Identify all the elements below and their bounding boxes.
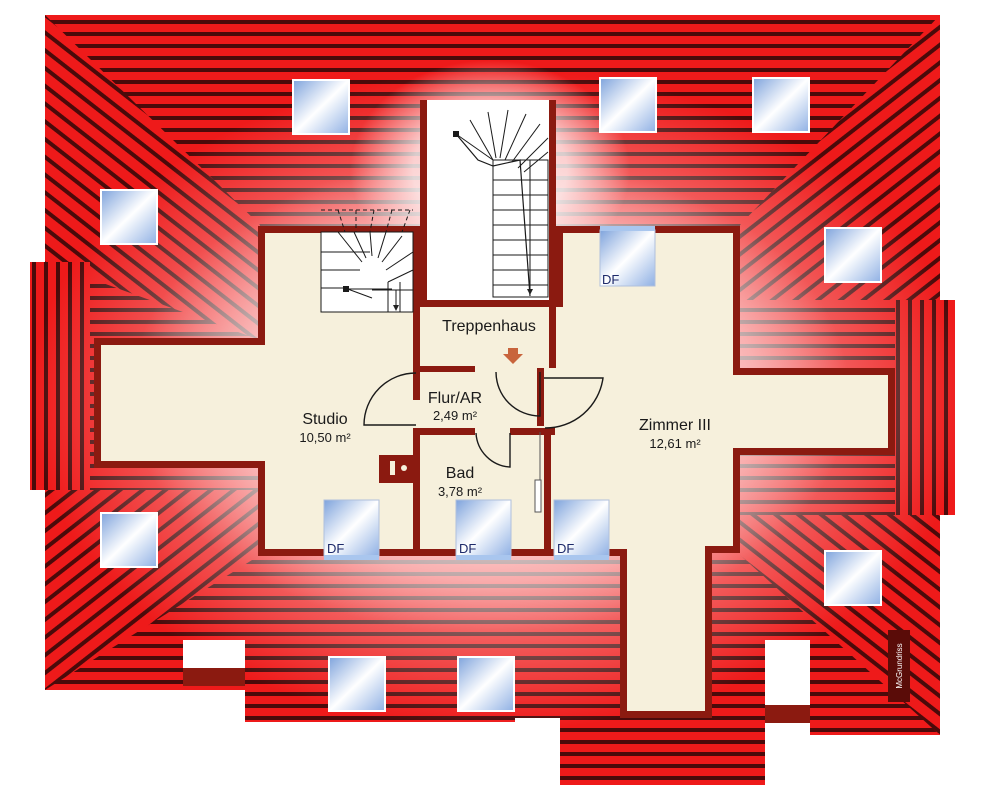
wall-studio-flur — [413, 372, 420, 400]
df-label: DF — [602, 272, 619, 287]
df-label: DF — [557, 541, 574, 556]
roof-trim-left — [183, 668, 245, 686]
df-skylight — [554, 555, 609, 560]
room-area-zimmer3: 12,61 m² — [649, 436, 701, 451]
labels: Treppenhaus Flur/AR 2,49 m² Studio 10,50… — [299, 272, 711, 556]
skylight — [328, 656, 386, 712]
bath-fixture — [534, 479, 542, 513]
chimney-detail — [390, 461, 407, 475]
df-skylight — [323, 499, 380, 557]
door-bad — [475, 432, 511, 468]
room-area-flur: 2,49 m² — [433, 408, 478, 423]
df-skylight — [324, 555, 379, 560]
room-name-flur: Flur/AR — [428, 390, 482, 407]
door-zimmer — [544, 377, 604, 429]
room-name-studio: Studio — [302, 411, 347, 428]
stairwell-wall-left — [420, 100, 427, 300]
chimney — [379, 455, 415, 483]
wall-treppenhaus-right — [549, 300, 556, 368]
staircase-small — [320, 209, 414, 313]
roof-cutout-right — [765, 640, 810, 705]
wall-treppenhaus-bottom-left — [413, 366, 475, 372]
df-skylight — [455, 499, 512, 557]
wall-bad-zimmer — [544, 428, 551, 556]
df-label: DF — [327, 541, 344, 556]
df-skylight — [456, 555, 511, 560]
roof-trim-right — [765, 705, 810, 723]
door-studio — [363, 372, 417, 426]
staircase-main — [453, 109, 549, 298]
df-skylight — [599, 229, 656, 287]
doors — [363, 371, 604, 468]
door-treppenhaus — [495, 371, 541, 417]
room-name-bad: Bad — [446, 465, 474, 482]
skylight — [752, 77, 810, 133]
room-area-bad: 3,78 m² — [438, 484, 483, 499]
df-label: DF — [459, 541, 476, 556]
skylight — [100, 512, 158, 568]
room-area-studio: 10,50 m² — [299, 430, 351, 445]
skylight — [824, 550, 882, 606]
skylight — [457, 656, 515, 712]
wall-flur-bad-right — [510, 428, 555, 435]
wall-studio-bad — [413, 428, 420, 556]
wall-treppenhaus-left — [413, 300, 420, 370]
watermark-text: McGrundriss — [895, 643, 904, 688]
skylight — [824, 227, 882, 283]
stair-direction-arrow — [503, 348, 523, 364]
df-skylight — [553, 499, 610, 557]
stairwell-wall-right — [549, 100, 556, 300]
roof-cutout-left — [183, 640, 245, 670]
room-name-zimmer3: Zimmer III — [639, 417, 711, 434]
room-name-treppenhaus: Treppenhaus — [442, 318, 536, 335]
floor-fill — [101, 233, 888, 711]
floor-skylights — [323, 226, 656, 560]
roof-skylights — [100, 77, 882, 712]
skylight — [100, 189, 158, 245]
df-skylight — [600, 226, 655, 231]
wall-flur-bad-left — [413, 428, 475, 435]
skylight — [599, 77, 657, 133]
watermark-box — [888, 630, 910, 702]
skylight — [292, 79, 350, 135]
